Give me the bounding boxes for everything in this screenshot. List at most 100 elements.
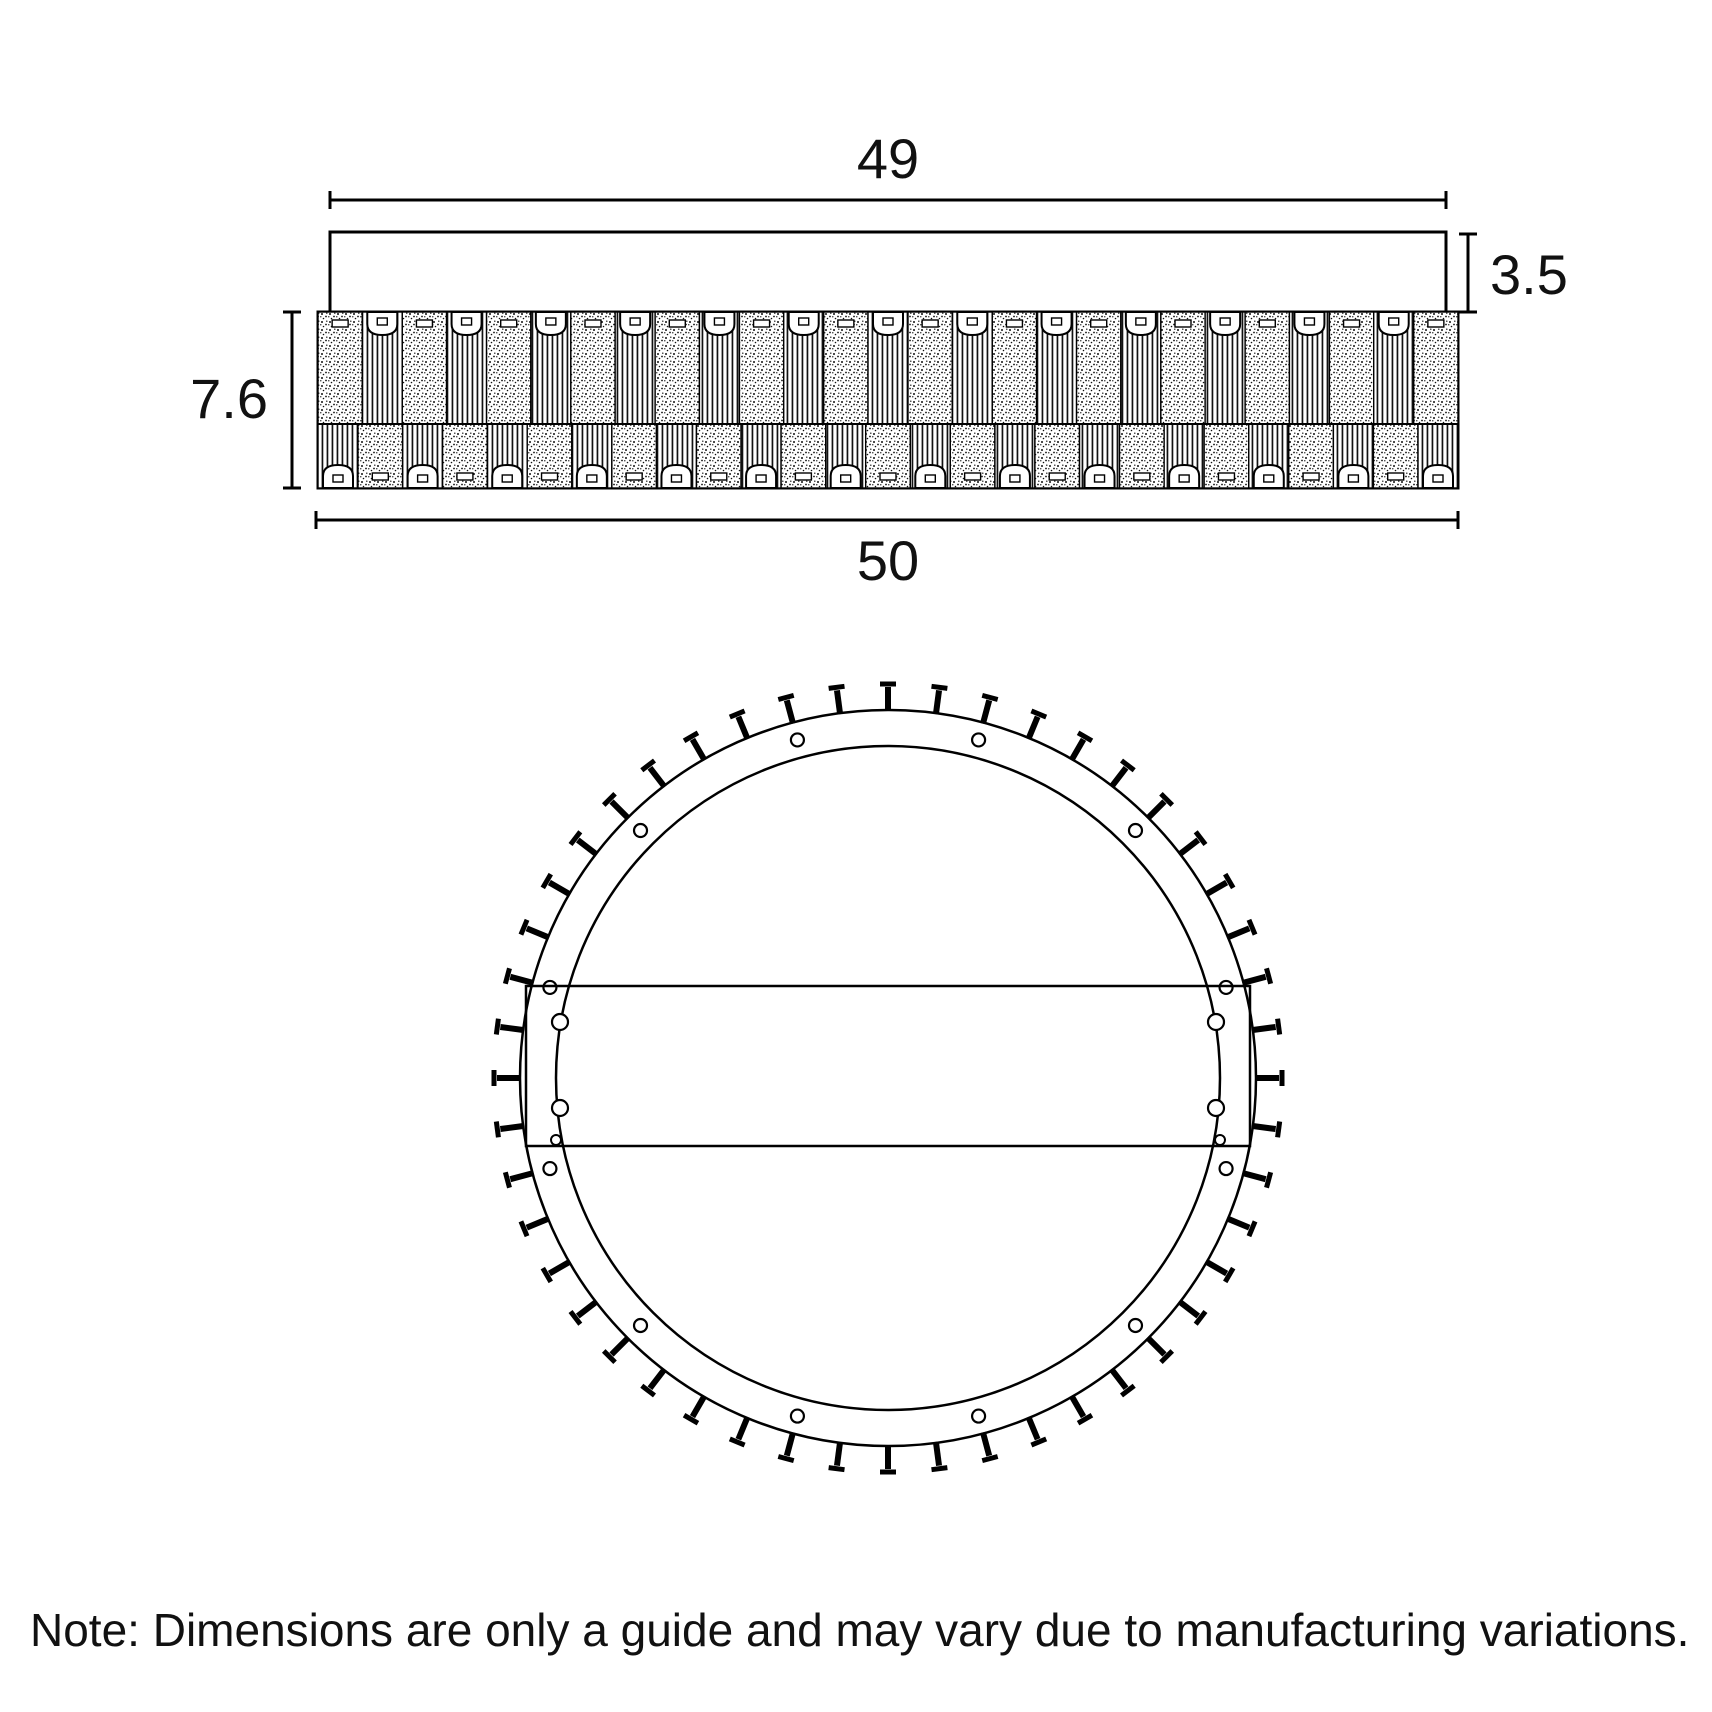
crystal-tick-cap xyxy=(540,1266,553,1284)
crystal-tick-cap xyxy=(493,1121,501,1138)
bracket-hole xyxy=(1206,1098,1226,1118)
panel-slot xyxy=(1090,319,1108,328)
crystal-tick xyxy=(783,699,796,725)
dim-top-width-line xyxy=(328,191,1448,209)
arch-slot xyxy=(798,317,810,326)
crystal-tick-cap xyxy=(493,1018,501,1035)
crystal-tick xyxy=(547,879,572,898)
crystal-tick xyxy=(499,1122,525,1133)
panel-slot xyxy=(625,472,643,481)
ring-inner-circle xyxy=(554,744,1222,1412)
crystal-tick-cap xyxy=(1275,1121,1283,1138)
panel-slot xyxy=(1005,319,1024,328)
crystal-tick xyxy=(525,1215,551,1231)
ring-hole xyxy=(970,1408,987,1424)
crystal-tick xyxy=(1177,1299,1201,1319)
crystal-tick xyxy=(575,1299,599,1319)
panel-slot xyxy=(668,319,686,328)
stippled-panel xyxy=(1413,311,1459,425)
panel-slot xyxy=(1302,472,1320,481)
crystal-tick-cap xyxy=(1246,918,1258,936)
arch-slot xyxy=(1432,474,1444,483)
crystal-tick xyxy=(499,1023,525,1034)
ring-hole xyxy=(632,1317,649,1334)
panel-slot xyxy=(1133,472,1151,481)
crystal-tick xyxy=(509,1170,535,1183)
ring-hole xyxy=(970,732,987,748)
arch-slot xyxy=(586,474,598,483)
crystal-tick-cap xyxy=(728,708,746,720)
crystal-tick xyxy=(1204,879,1229,898)
note-text: Note: Dimensions are only a guide and ma… xyxy=(30,1604,1689,1656)
crystal-tick-cap xyxy=(931,1465,948,1473)
panel-slot xyxy=(1427,319,1445,328)
ring-hole xyxy=(542,979,558,996)
dim-band-height-label: 7.6 xyxy=(190,367,268,430)
crystal-tick xyxy=(609,799,631,821)
panel-slot xyxy=(1174,319,1192,328)
dim-band-height-line xyxy=(283,310,301,490)
arch-slot xyxy=(1135,317,1147,326)
stippled-panel xyxy=(317,311,363,425)
crystal-tick-cap xyxy=(682,730,700,743)
crystal-tick-cap xyxy=(1193,830,1208,847)
crystal-tick-cap xyxy=(1275,1018,1283,1035)
crystal-tick xyxy=(575,837,599,857)
crystal-tick-cap xyxy=(518,918,530,936)
stippled-panel xyxy=(1244,311,1291,425)
arch-slot xyxy=(376,317,388,326)
arch-slot xyxy=(1388,317,1400,326)
crystal-tick xyxy=(547,1258,572,1277)
stippled-panel xyxy=(1160,311,1206,425)
canopy-outline xyxy=(328,230,1448,314)
crystal-tick xyxy=(783,1431,796,1457)
panel-slot xyxy=(752,319,771,328)
crystal-tick xyxy=(1225,925,1251,941)
crystal-tick xyxy=(1251,1023,1277,1034)
crystal-tick-cap xyxy=(981,692,999,702)
arch-slot xyxy=(460,317,473,326)
stippled-panel xyxy=(738,311,785,425)
crystal-tick xyxy=(980,699,993,725)
crystal-tick xyxy=(1177,837,1201,857)
panel-slot xyxy=(540,472,559,481)
crystal-tick xyxy=(1241,1170,1267,1183)
crystal-tick-cap xyxy=(1076,730,1094,743)
crystal-tick-cap xyxy=(1030,1436,1048,1448)
arch-slot xyxy=(545,317,557,326)
crystal-tick-cap xyxy=(777,692,795,702)
crystal-tick-cap xyxy=(1159,1349,1175,1365)
crystal-tick xyxy=(525,925,551,941)
crystal-tick xyxy=(1145,1335,1167,1357)
bracket-hole-small xyxy=(1214,1134,1226,1146)
crystal-tick-cap xyxy=(568,830,583,847)
crystal-tick-cap xyxy=(502,967,512,985)
panel-slot xyxy=(415,319,434,328)
crystal-tick-cap xyxy=(1223,872,1236,890)
stippled-panel xyxy=(907,311,953,425)
panel-slot xyxy=(794,472,813,481)
crystal-tick xyxy=(609,1335,631,1357)
crystal-tick xyxy=(1204,1258,1229,1277)
ring-hole xyxy=(1127,1317,1144,1334)
panel-slot xyxy=(710,472,728,481)
arch-slot xyxy=(924,474,937,483)
stippled-panel xyxy=(991,311,1038,425)
arch-slot xyxy=(501,474,513,483)
crystal-tick-cap xyxy=(601,1349,617,1365)
crystal-tick xyxy=(980,1431,993,1457)
arch-slot xyxy=(755,474,767,483)
crystal-tick-cap xyxy=(1030,708,1048,720)
panel-slot xyxy=(1386,472,1405,481)
crystal-tick xyxy=(509,973,535,986)
crystal-tick xyxy=(735,715,751,741)
dim-top-width-label: 49 xyxy=(857,127,919,190)
stippled-panel xyxy=(654,311,701,425)
crystal-tick xyxy=(833,1441,844,1467)
crystal-tick-cap xyxy=(1264,967,1274,985)
stippled-panel xyxy=(485,311,532,425)
panel-slot xyxy=(331,319,349,328)
crystal-tick-cap xyxy=(682,1413,700,1426)
crystal-tick-cap xyxy=(1119,1383,1136,1398)
